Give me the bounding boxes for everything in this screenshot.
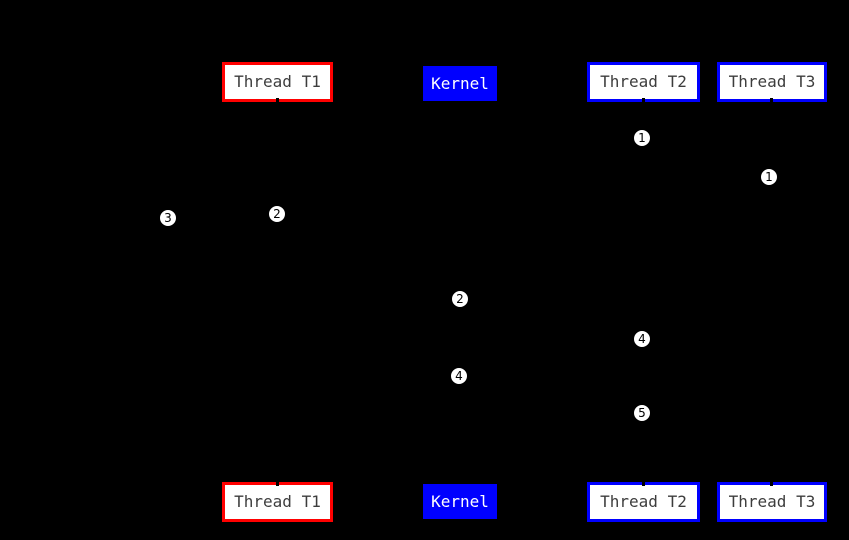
step-marker-label: 3 [164, 211, 172, 225]
step-marker-2b: 2 [451, 290, 469, 308]
step-marker-4: 4 [633, 330, 651, 348]
step-marker-4b: 4 [450, 367, 468, 385]
step-marker-label: 4 [638, 332, 646, 346]
lane-box-kernel-bottom: Kernel [423, 484, 497, 519]
lane-box-thread-t2-bottom: Thread T2 [587, 478, 700, 522]
lane-box-thread-t3-top: Thread T3 [717, 62, 827, 106]
lane-label-thread-t1-bottom: Thread T1 [234, 492, 321, 511]
lifeline-tick [275, 478, 279, 486]
step-marker-label: 2 [456, 292, 464, 306]
step-marker-label: 2 [273, 207, 281, 221]
step-marker-1b: 1 [760, 168, 778, 186]
lane-box-thread-t2-top: Thread T2 [587, 62, 700, 106]
step-marker-2: 2 [268, 205, 286, 223]
lifeline-tick [641, 478, 645, 486]
lifeline-tick [641, 98, 645, 106]
lane-box-kernel-top: Kernel [423, 66, 497, 101]
lane-box-thread-t3-bottom: Thread T3 [717, 478, 827, 522]
step-marker-label: 5 [638, 406, 646, 420]
lifeline-tick [275, 98, 279, 106]
step-marker-label: 4 [455, 369, 463, 383]
step-marker-5: 5 [633, 404, 651, 422]
lane-box-thread-t1-bottom: Thread T1 [222, 478, 333, 522]
lane-label-thread-t1-top: Thread T1 [234, 72, 321, 91]
step-marker-label: 1 [765, 170, 773, 184]
step-marker-1: 1 [633, 129, 651, 147]
lane-label-kernel-bottom: Kernel [431, 491, 489, 511]
lane-label-thread-t2-bottom: Thread T2 [600, 492, 687, 511]
step-marker-3: 3 [159, 209, 177, 227]
step-marker-label: 1 [638, 131, 646, 145]
lane-label-thread-t3-top: Thread T3 [728, 72, 816, 91]
lane-label-thread-t2-top: Thread T2 [600, 72, 687, 91]
lane-label-kernel-top: Kernel [431, 73, 489, 93]
lane-box-thread-t1-top: Thread T1 [222, 62, 333, 106]
lifeline-tick [770, 98, 773, 106]
lifeline-tick [770, 478, 773, 486]
lane-label-thread-t3-bottom: Thread T3 [728, 492, 816, 511]
